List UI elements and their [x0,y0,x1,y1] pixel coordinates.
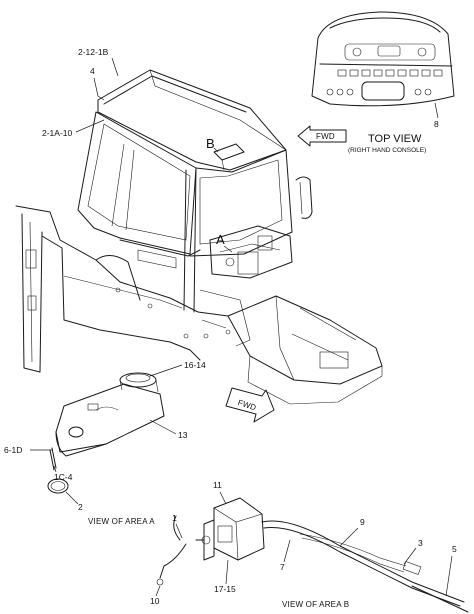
callout-2: 2 [78,502,83,512]
callout-10: 10 [150,596,160,606]
leader-2 [65,491,79,505]
leader-3 [403,547,417,565]
callout-17-15: 17-15 [214,584,236,594]
fwd-arrow-top [297,125,347,147]
leader-11 [219,491,227,505]
callout-5: 5 [452,544,457,554]
fwd-label-top: FWD [316,132,335,141]
leader-16-14 [149,364,183,377]
reservoir-drawing [47,372,165,494]
callout-7: 7 [280,562,285,572]
leader-4 [93,77,105,101]
leader-17-15 [225,559,229,585]
leader-1c-4 [53,465,57,473]
leader-5 [445,555,453,597]
area-label-b: B [206,136,215,151]
view-area-a-caption: VIEW OF AREA A [88,517,155,526]
callout-6-1d: 6-1D [4,445,22,455]
fwd-arrow-mid [225,387,275,423]
console-top-view-drawing [311,11,455,119]
leader-13 [149,419,177,435]
leader-10 [155,585,161,597]
callout-2-1a-10: 2-1A-10 [42,128,73,138]
callout-9: 9 [360,517,365,527]
callout-1: 1 [172,513,177,523]
leader-1 [175,523,183,539]
leader-area-a [223,245,233,253]
leader-area-b [213,147,219,153]
callout-11: 11 [213,480,222,490]
top-view-title: TOP VIEW [368,133,422,145]
leader-2-1a-10 [75,119,105,133]
callout-4: 4 [90,66,95,76]
callout-13: 13 [178,430,188,440]
leader-7 [283,539,291,563]
wiper-motor-drawing [156,497,469,613]
callout-2-12-1b: 2-12-1B [78,47,109,57]
leader-2-12-1b [111,57,119,77]
leader-9 [339,527,359,547]
area-label-a: A [216,232,225,247]
callout-8: 8 [434,119,439,129]
right-hand-console-caption: (RIGHT HAND CONSOLE) [348,147,426,154]
callout-1c-4: 1C-4 [54,472,73,482]
callout-3: 3 [418,538,423,548]
machine-cab-drawing [15,69,383,405]
view-area-b-caption: VIEW OF AREA B [282,600,349,609]
callout-16-14: 16-14 [184,360,206,370]
fwd-label-mid: FWD [237,398,258,412]
